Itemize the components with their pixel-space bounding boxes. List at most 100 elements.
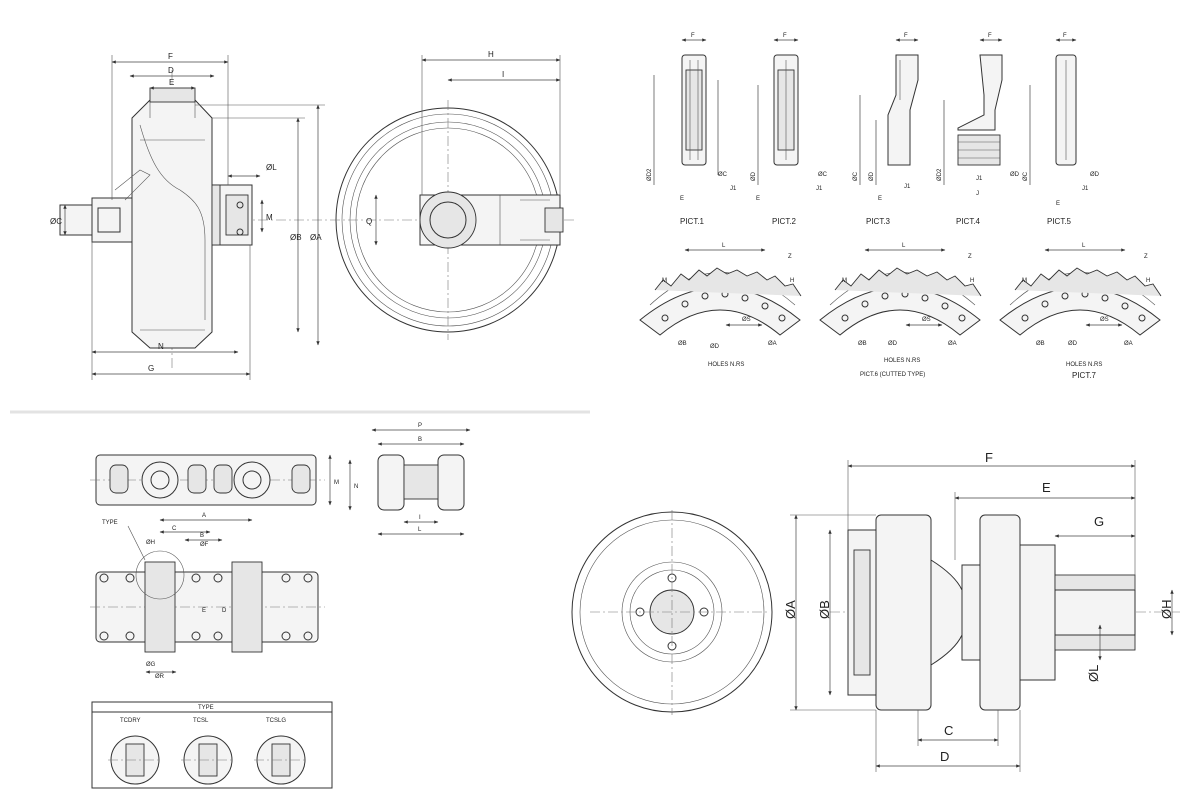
sprocket-pict-5: F ØC ØD J1 E PICT.5 (1023, 33, 1100, 226)
svg-text:ØH: ØH (146, 540, 155, 546)
svg-text:H: H (970, 278, 974, 284)
svg-text:J: J (976, 191, 979, 197)
svg-text:P: P (418, 423, 422, 429)
dim-label-F: F (168, 52, 173, 61)
type-callout: TYPE (102, 520, 118, 526)
svg-text:J1: J1 (1082, 186, 1089, 192)
dim-label-roller-F: F (985, 450, 993, 465)
sprocket-segment-3: L Z H M ØS ØD ØB ØA HOLES N.RS PICT.7 (999, 243, 1162, 380)
svg-text:E: E (680, 196, 684, 202)
svg-text:L: L (1082, 243, 1086, 249)
chain-end-view: P B I L (371, 423, 471, 536)
svg-text:E: E (756, 196, 760, 202)
label-holes-2: HOLES N.RS (884, 358, 920, 364)
label-pict-4: PICT.4 (956, 217, 981, 226)
dim-label-roller-OH: ØH (1159, 600, 1174, 620)
sprocket-segment-2: L Z H M ØS ØD ØB ØA HOLES N.RS PICT.6 (C… (819, 243, 982, 378)
svg-text:ØC: ØC (853, 171, 859, 181)
svg-text:ØC: ØC (1023, 171, 1029, 181)
svg-text:N: N (354, 484, 358, 490)
type-table: TYPE TCDRY TCSL TCSLG (91, 701, 333, 789)
panel-top-roller: F E G ØA ØB ØH ØL C D (571, 450, 1180, 772)
svg-text:ØA: ØA (948, 341, 957, 347)
svg-text:I: I (419, 515, 421, 521)
svg-text:ØA: ØA (768, 341, 777, 347)
svg-text:ØR: ØR (155, 674, 165, 680)
panel-idler: F D E ØC ØL M ØB ØA N G (50, 50, 575, 380)
sprocket-pict-3: F ØC ØD J1 E PICT.3 (853, 33, 919, 226)
dim-label-OL: ØL (266, 163, 277, 172)
svg-text:F: F (988, 33, 992, 39)
dim-label-roller-D: D (940, 749, 949, 764)
svg-text:ØD: ØD (869, 171, 875, 181)
svg-text:ØC: ØC (818, 172, 828, 178)
svg-text:F: F (691, 33, 695, 39)
chain-section-view: C B ØH ØF E D ØG ØR TYPE (90, 520, 325, 680)
svg-text:A: A (202, 513, 206, 519)
svg-text:M: M (842, 278, 847, 284)
svg-text:J1: J1 (730, 186, 737, 192)
svg-text:L: L (418, 527, 422, 533)
svg-text:Z: Z (968, 254, 972, 260)
dim-label-H: H (488, 50, 494, 59)
svg-text:ØS: ØS (1100, 317, 1109, 323)
svg-text:M: M (662, 278, 667, 284)
roller-side-view: F E G ØA ØB ØH ØL C D (783, 450, 1180, 772)
svg-text:ØD: ØD (1068, 341, 1078, 347)
svg-text:D: D (222, 608, 227, 614)
svg-text:C: C (172, 526, 177, 532)
svg-text:ØS: ØS (922, 317, 931, 323)
dim-label-roller-OB: ØB (817, 600, 832, 619)
dim-label-roller-C: C (944, 723, 953, 738)
svg-text:ØG: ØG (146, 662, 156, 668)
svg-text:ØD2: ØD2 (647, 168, 653, 181)
panel-track-chain: A M N P B I L (90, 423, 471, 789)
svg-text:ØB: ØB (678, 341, 687, 347)
svg-text:E: E (878, 196, 882, 202)
svg-text:ØB: ØB (1036, 341, 1045, 347)
dim-label-OC: ØC (50, 217, 62, 226)
idler-front-view: H I Q (330, 50, 575, 340)
idler-side-view: F D E ØC ØL M ØB ØA N G (50, 52, 330, 380)
sprocket-pict-2: F ØD ØC J1 E PICT.2 (751, 33, 828, 226)
svg-text:Z: Z (1144, 254, 1148, 260)
svg-text:J1: J1 (816, 186, 823, 192)
dim-label-G: G (148, 364, 154, 373)
svg-text:ØA: ØA (1124, 341, 1133, 347)
svg-text:ØB: ØB (858, 341, 867, 347)
dim-label-D: D (168, 66, 174, 75)
label-pict-2: PICT.2 (772, 217, 797, 226)
label-pict-3: PICT.3 (866, 217, 891, 226)
svg-text:J1: J1 (904, 184, 911, 190)
dim-label-I: I (502, 70, 504, 79)
dim-label-OA: ØA (310, 233, 322, 242)
dim-label-Q: Q (366, 217, 372, 226)
svg-text:ØF: ØF (200, 542, 209, 548)
svg-text:H: H (790, 278, 794, 284)
svg-text:ØD2: ØD2 (937, 168, 943, 181)
svg-text:E: E (202, 608, 206, 614)
svg-text:ØS: ØS (742, 317, 751, 323)
svg-text:Z: Z (788, 254, 792, 260)
svg-text:ØD: ØD (751, 171, 757, 181)
label-pict-7: PICT.7 (1072, 371, 1097, 380)
sprocket-segment-1: L Z H M ØS ØD ØB ØA HOLES N.RS (639, 243, 802, 368)
svg-text:L: L (902, 243, 906, 249)
dim-label-E: E (169, 78, 174, 87)
svg-text:J1: J1 (976, 176, 983, 182)
dim-label-roller-OA: ØA (783, 600, 798, 619)
svg-text:ØD: ØD (710, 344, 720, 350)
type-detail-tcslg (254, 735, 308, 785)
svg-text:ØC: ØC (718, 172, 728, 178)
type-detail-tcsl (181, 735, 235, 785)
type-table-title: TYPE (198, 705, 214, 711)
dim-label-roller-G: G (1094, 514, 1104, 529)
type-tcdry: TCDRY (120, 718, 141, 724)
type-detail-tcdry (108, 735, 162, 785)
label-pict-1: PICT.1 (680, 217, 705, 226)
panel-sprockets: F ØD2 ØC J1 E PICT.1 F ØD ØC J1 E PICT.2 (639, 33, 1162, 380)
svg-text:ØD: ØD (1090, 172, 1100, 178)
dim-label-N: N (158, 342, 164, 351)
svg-text:ØD: ØD (888, 341, 898, 347)
